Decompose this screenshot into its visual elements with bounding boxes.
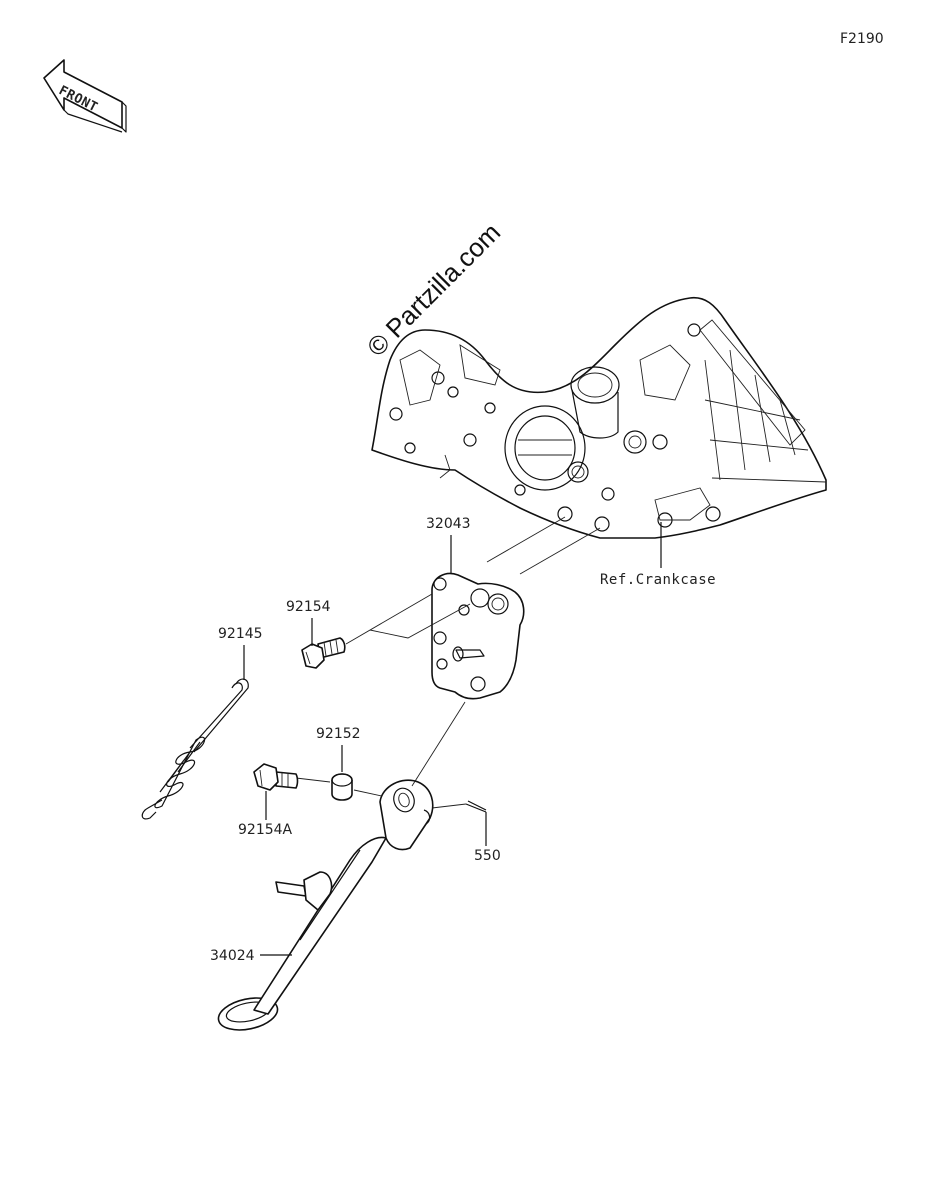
callout-550: 550 xyxy=(474,848,501,864)
crankcase-illustration xyxy=(371,296,827,539)
bolt-92154 xyxy=(301,637,346,669)
callout-92145: 92145 xyxy=(218,626,263,642)
callout-34024: 34024 xyxy=(210,948,255,964)
side-stand-34024 xyxy=(217,779,434,1031)
callout-92152: 92152 xyxy=(316,726,361,742)
pin-alignment xyxy=(431,803,467,809)
ref-crankcase-label: Ref.Crankcase xyxy=(600,572,716,588)
callout-92154A: 92154A xyxy=(238,822,293,838)
front-arrow-icon: FRONT xyxy=(43,59,127,133)
alignment-line-2 xyxy=(519,527,601,575)
stand-bracket-alignment xyxy=(411,701,466,787)
collar-92152 xyxy=(331,773,353,801)
side-stand-bracket xyxy=(431,572,525,700)
bolt-92154A xyxy=(253,763,299,791)
bolt-92154-alignment xyxy=(345,593,471,645)
figure-code: F2190 xyxy=(840,31,884,47)
callout-32043: 32043 xyxy=(426,516,471,532)
callout-92154: 92154 xyxy=(286,599,331,615)
alignment-line-1 xyxy=(486,516,566,563)
pin-550 xyxy=(465,800,487,813)
spring-92145 xyxy=(141,678,249,820)
